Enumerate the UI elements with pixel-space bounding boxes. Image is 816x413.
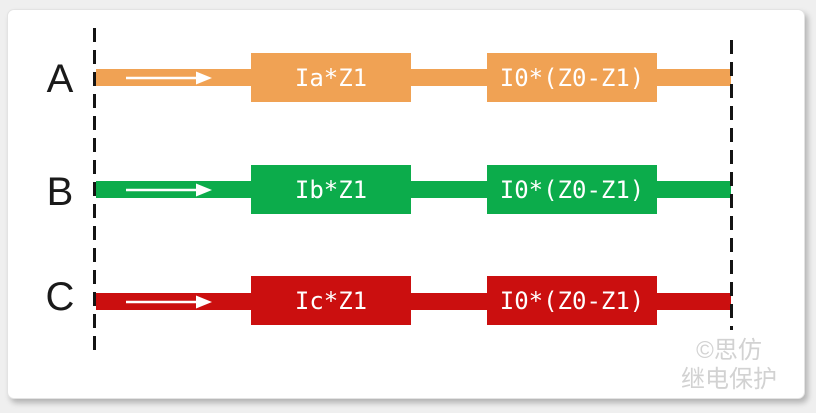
watermark: ©思仿 继电保护 (648, 336, 810, 394)
impedance-block-z0-z1: I0*(Z0-Z1) (487, 276, 657, 325)
fault-boundary-line-right (730, 40, 733, 330)
impedance-block-z1: Ic*Z1 (251, 276, 411, 325)
impedance-block-z1: Ib*Z1 (251, 165, 411, 214)
current-direction-arrow-icon (126, 71, 212, 85)
impedance-block-z1: Ia*Z1 (251, 53, 411, 102)
current-direction-arrow-icon (126, 183, 212, 197)
impedance-block-z0-z1: I0*(Z0-Z1) (487, 165, 657, 214)
phase-label-c: C (45, 275, 75, 319)
phase-label-a: A (46, 57, 74, 101)
impedance-block-z0-z1: I0*(Z0-Z1) (487, 53, 657, 102)
watermark-line-1: ©思仿 (696, 337, 762, 364)
fault-boundary-line-left (93, 28, 96, 352)
current-direction-arrow-icon (126, 295, 212, 309)
diagram-card: A Ia*Z1 I0*(Z0-Z1) B Ib*Z1 I0*(Z0-Z1) C (7, 9, 805, 399)
watermark-line-2: 继电保护 (681, 366, 777, 393)
phase-label-b: B (46, 170, 74, 214)
